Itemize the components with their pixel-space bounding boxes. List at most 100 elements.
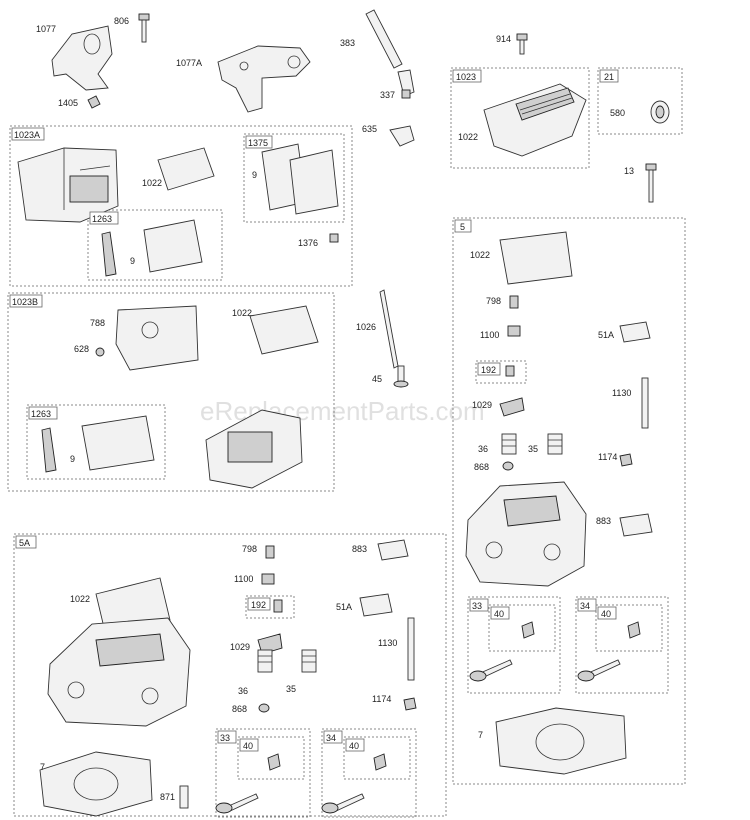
callout-914: 914 [496,34,511,44]
callout-13: 13 [624,166,634,176]
callout-788: 788 [90,318,105,328]
group-box-1023A [9,125,353,287]
callout-1029a: 1029 [472,400,492,410]
callout-868b: 868 [232,704,247,714]
callout-1022a: 1022 [458,132,478,142]
callout-7b: 7 [40,762,45,772]
callout-1026: 1026 [356,322,376,332]
callout-883a: 883 [596,516,611,526]
tag-box-40b [597,606,617,620]
tube-1130b [407,617,415,681]
callout-35b: 35 [286,684,296,694]
push-rod-1026 [379,289,399,369]
spark-plug-337 [397,69,415,99]
callout-7a: 7 [478,730,483,740]
group-box-34b [321,728,417,818]
callout-1174b: 1174 [372,694,391,704]
callout-51Aa: 51A [598,330,614,340]
group-box-1263a [87,209,223,281]
callout-9b: 9 [130,256,135,266]
callout-40b: 40 [601,609,611,619]
callout-1100b: 1100 [234,574,253,584]
tube-1130a [641,377,649,429]
gasket-1022b [157,147,215,191]
tag-box-1023 [452,69,482,83]
tag-box-5 [454,219,472,233]
tag-box-33a [469,598,489,612]
callout-1375: 1375 [248,138,268,148]
group-box-40d [343,736,411,780]
tag-box-33b [217,730,237,744]
callout-628: 628 [74,344,89,354]
bolt-13 [645,163,657,203]
tag-box-34a [577,598,597,612]
valve-cover-1023B [205,409,303,489]
callout-1023: 1023 [456,72,476,82]
nut-628 [95,347,105,357]
tag-box-1375 [245,135,273,149]
callout-1022d: 1022 [470,250,490,260]
valve-cover-1023 [483,83,587,157]
callout-36a: 36 [478,444,488,454]
spring-35a [547,433,563,455]
tag-box-1023B [9,294,43,308]
keeper-192b [273,599,283,613]
group-box-33a [467,596,561,694]
group-box-1375 [243,133,345,223]
seal-868a [502,461,514,471]
callout-192b: 192 [251,600,266,610]
tag-box-34b [323,730,343,744]
plate-1375 [261,143,339,215]
bracket-788 [115,305,199,371]
callout-1174a: 1174 [598,452,617,462]
group-box-40a [488,604,556,652]
tag-box-1263b [28,406,58,420]
rocker-1029b [257,633,283,655]
group-box-40b [595,604,663,652]
tag-box-1263a [89,211,119,225]
group-box-5 [452,217,686,785]
callout-40a: 40 [494,609,504,619]
spring-35b [301,649,317,673]
callout-33a: 33 [472,601,482,611]
callout-1263a: 1263 [92,214,112,224]
callout-1130b: 1130 [378,638,397,648]
spring-36a [501,433,517,455]
tag-box-40d [345,738,365,752]
stud-798a [509,295,519,309]
callout-635: 635 [362,124,377,134]
breather-1263a [101,219,203,277]
valve-33a [469,621,535,682]
callout-45: 45 [372,374,382,384]
callout-1130a: 1130 [612,388,631,398]
callout-1022c: 1022 [232,308,252,318]
bracket-1077 [51,25,113,91]
callout-51Ab: 51A [336,602,352,612]
callout-5A: 5A [19,538,30,548]
rocker-1029a [499,397,525,417]
callout-1100a: 1100 [480,330,499,340]
group-box-40c [237,736,305,780]
cylinder-head-5A [47,617,191,727]
rod-383 [365,9,403,69]
spring-36b [257,649,273,673]
group-box-192a [475,360,527,384]
head-gasket-7b [39,751,153,817]
callout-35a: 35 [528,444,538,454]
valve-34a [577,621,641,682]
bracket-1077A [217,45,311,113]
pin-871 [179,785,189,809]
callout-871: 871 [160,792,175,802]
group-box-34a [575,596,669,694]
callout-21: 21 [604,72,614,82]
guide-1100a [507,325,521,337]
seal-580 [650,100,670,124]
callout-868a: 868 [474,462,489,472]
gasket-51Aa [619,321,651,343]
callout-1263b: 1263 [31,409,51,419]
nut-1174a [619,453,633,467]
valve-34b [321,753,387,814]
screw-1376 [329,233,339,243]
callout-34a: 34 [580,601,590,611]
